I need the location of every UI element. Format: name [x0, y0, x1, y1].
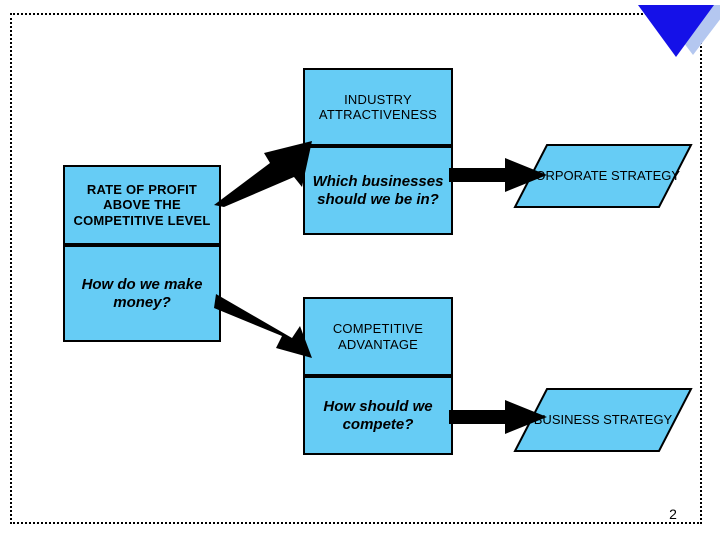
box-which-businesses-label: Which businesses should we be in? — [312, 172, 444, 208]
slide-border-frame — [10, 13, 702, 524]
box-competitive-advantage-label: COMPETITIVE ADVANTAGE — [332, 321, 424, 352]
box-competitive-advantage[interactable]: COMPETITIVE ADVANTAGE — [303, 297, 453, 376]
triangle-front-icon — [638, 5, 714, 57]
box-industry-attractiveness-label: INDUSTRY ATTRACTIVENESS — [318, 91, 438, 122]
box-how-do-we-make-money-label: How do we make money? — [81, 275, 203, 311]
box-rate-of-profit[interactable]: RATE OF PROFIT ABOVE THE COMPETITIVE LEV… — [63, 165, 221, 245]
box-how-should-we-compete-label: How should we compete? — [323, 397, 433, 433]
arrow-profit-to-industry-icon — [214, 141, 314, 207]
box-how-should-we-compete[interactable]: How should we compete? — [303, 376, 453, 455]
page-number: 2 — [669, 506, 677, 522]
box-which-businesses[interactable]: Which businesses should we be in? — [303, 146, 453, 235]
box-how-do-we-make-money[interactable]: How do we make money? — [63, 245, 221, 342]
arrow-money-to-advantage-icon — [214, 292, 314, 358]
arrow-which-to-corporate-icon — [449, 158, 547, 192]
arrow-compete-to-business-icon — [449, 400, 547, 434]
box-rate-of-profit-label: RATE OF PROFIT ABOVE THE COMPETITIVE LEV… — [73, 182, 211, 228]
box-industry-attractiveness[interactable]: INDUSTRY ATTRACTIVENESS — [303, 68, 453, 146]
